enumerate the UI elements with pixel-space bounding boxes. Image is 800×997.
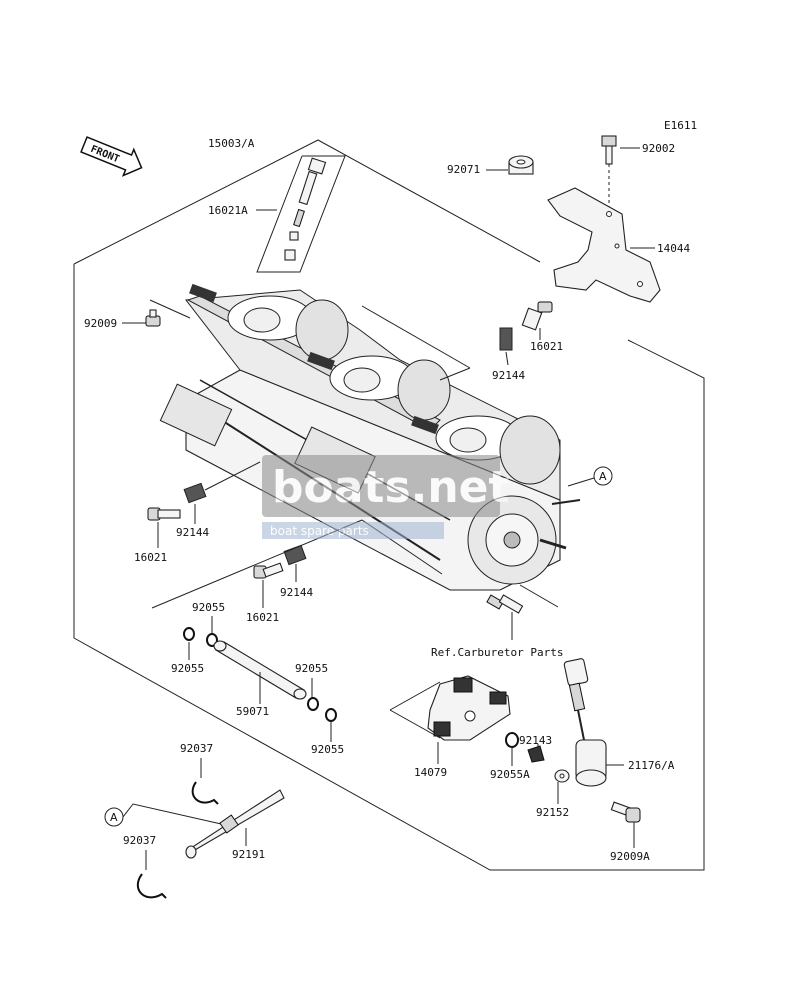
front-arrow-icon: FRONT [80,136,143,177]
oring-92055-b [183,627,195,641]
bracket-14044 [547,187,661,303]
bolt-near-carb-bottom [486,594,524,614]
carb-bore-2 [329,355,451,421]
label-21176a: 21176/A [628,759,675,772]
svg-text:A: A [599,470,607,483]
carb-bore-3 [435,415,561,485]
label-92191: 92191 [232,848,265,861]
label-59071: 59071 [236,705,269,718]
svg-text:A: A [110,811,118,824]
label-16021-left: 16021 [134,551,167,564]
hose-92191 [185,789,285,859]
oring-92055-a [206,633,218,647]
label-16021-right: 16021 [530,340,563,353]
label-16021-center: 16021 [246,611,279,624]
label-92055-a: 92055 [192,601,225,614]
label-92152: 92152 [536,806,569,819]
carburetor-assembly [159,283,581,591]
label-15003a: 15003/A [208,137,255,150]
label-92037-bottom: 92037 [123,834,156,847]
diagram-code: E1611 [664,119,697,132]
label-92055-b: 92055 [171,662,204,675]
bolt-92009a [610,801,641,823]
label-92009a: 92009A [610,850,650,863]
oring-92055a [505,732,519,748]
screw-16021-left [147,507,181,521]
callout-a-left: A [104,803,231,827]
reference-text: Ref.Carburetor Parts [431,646,563,659]
oring-92055-c [307,697,319,711]
label-92071: 92071 [447,163,480,176]
label-92055a: 92055A [490,768,530,781]
carb-bore-1 [227,295,349,361]
watermark-tagline: boat spare parts [270,524,369,538]
assembly-outline-top [73,139,541,265]
label-92144-center: 92144 [280,586,313,599]
pipe-59071 [213,640,307,700]
label-92143: 92143 [519,734,552,747]
callout-a-right: A [567,466,613,487]
label-14044: 14044 [657,242,690,255]
label-92009: 92009 [84,317,117,330]
label-92144-right: 92144 [492,369,525,382]
bracket-14079 [427,675,511,741]
bolt-92002 [601,135,617,165]
clip-92143 [527,745,545,763]
clamp-92037-bottom [136,873,167,899]
spring-92144-left [183,482,207,504]
label-92037-top: 92037 [180,742,213,755]
screw-16021-center [253,562,284,579]
label-92002: 92002 [642,142,675,155]
jet-needle-part [284,157,327,261]
spring-92144-right [499,327,513,351]
watermark: boats.net boat spare parts [262,455,510,539]
label-16021a: 16021A [208,204,248,217]
label-14079: 14079 [414,766,447,779]
oring-92055-d [325,708,337,722]
label-92055-c: 92055 [295,662,328,675]
clamp-92037-top [191,781,219,805]
watermark-brand: boats.net [272,462,510,513]
screw-16021-right [521,301,553,331]
assembly-outline [73,264,705,871]
sensor-21176a [563,658,607,787]
label-92055-d: 92055 [311,743,344,756]
screw-92009 [145,309,161,327]
grommet-92071 [508,155,534,175]
bracket-16021a [256,155,346,273]
label-92144-left: 92144 [176,526,209,539]
